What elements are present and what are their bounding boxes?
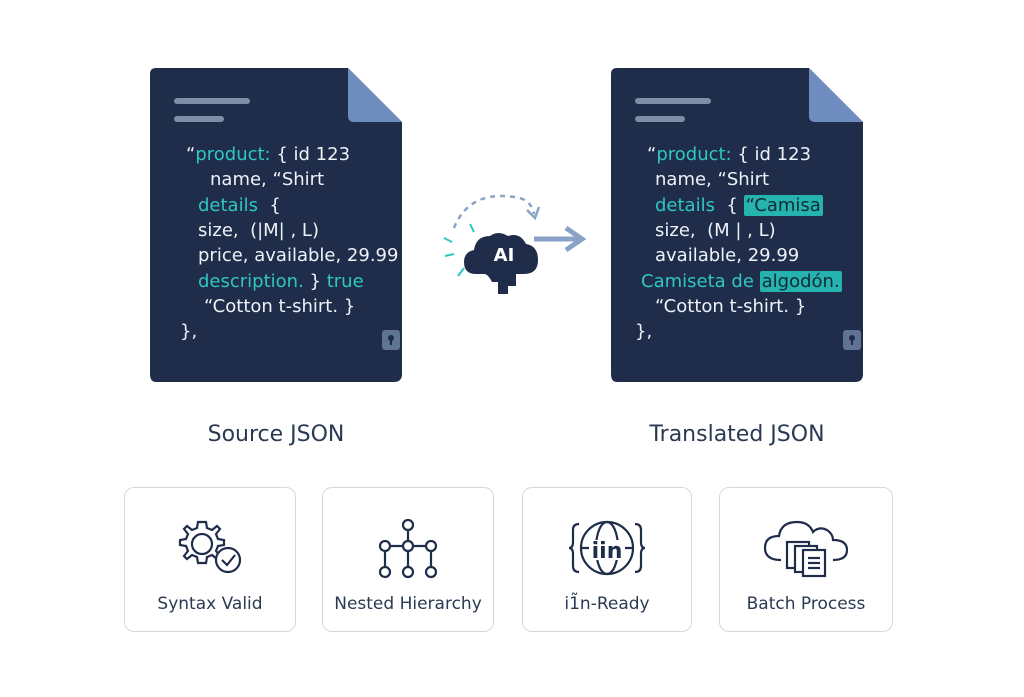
code-line: details { “Camisa — [655, 193, 823, 218]
hierarchy-tree-icon — [378, 518, 438, 579]
code-token: { id 123 — [270, 144, 351, 165]
feature-card-syntax-valid: Syntax Valid — [124, 487, 296, 632]
code-token: “Cotton t-shirt. } — [204, 295, 356, 317]
code-token: product: — [195, 144, 271, 165]
header-line — [635, 116, 685, 122]
feature-card-i18n-ready: iin i1̃n-Ready — [522, 487, 692, 632]
gear-check-icon — [178, 520, 242, 574]
code-line: “product: { id 123 — [647, 142, 811, 167]
code-token: } — [303, 270, 327, 292]
code-line: details { — [198, 193, 281, 218]
code-token: size, (|M| , L) — [198, 219, 319, 241]
code-line: }, — [635, 319, 652, 344]
feature-card-batch-process: Batch Process — [719, 487, 893, 632]
translated-highlight: “Camisa — [743, 194, 823, 216]
code-token: “ — [647, 144, 657, 165]
code-line: size, (M | , L) — [655, 218, 776, 243]
code-line: name, “Shirt — [655, 167, 769, 192]
translated-highlight: algodón. — [759, 270, 842, 292]
document-sheet-icon — [150, 68, 402, 382]
code-token: { — [714, 194, 744, 216]
svg-text:iin: iin — [592, 539, 623, 564]
header-line — [174, 98, 250, 104]
code-token: details — [655, 194, 715, 216]
code-line: description. } true — [198, 269, 364, 294]
code-line: size, (|M| , L) — [198, 218, 319, 243]
code-token: name, “Shirt — [210, 169, 325, 191]
feature-label: Nested Hierarchy — [334, 594, 482, 614]
code-line: “Cotton t-shirt. } — [204, 294, 355, 319]
document-sheet-icon — [611, 68, 863, 382]
lock-icon — [382, 330, 400, 350]
code-line: Camiseta de algodón. — [641, 269, 842, 294]
arrow-right-icon — [534, 225, 587, 253]
code-line: “product: { id 123 — [186, 142, 350, 167]
code-token: size, (M | , L) — [655, 219, 776, 241]
code-token: { id 123 — [731, 144, 812, 165]
code-token: name, “Shirt — [655, 169, 770, 191]
code-token: { — [257, 194, 281, 216]
code-token: product: — [656, 144, 732, 165]
header-line — [174, 116, 224, 122]
ai-translation-connector: AI — [440, 190, 590, 300]
cloud-documents-icon — [763, 520, 849, 578]
code-line: price, available, 29.99 — [198, 243, 398, 268]
code-token: price, available, 29.99 — [198, 245, 399, 267]
feature-card-nested-hierarchy: Nested Hierarchy — [322, 487, 494, 632]
globe-i18n-icon: iin — [569, 520, 645, 576]
code-token: “Cotton t-shirt. } — [655, 295, 807, 317]
code-token: }, — [180, 321, 198, 343]
code-line: }, — [180, 319, 197, 344]
curved-arrow-icon — [443, 194, 541, 277]
ai-badge-label: AI — [493, 245, 515, 266]
code-token: }, — [635, 321, 653, 343]
code-token: details — [198, 194, 258, 216]
code-token: true — [326, 270, 364, 292]
lock-icon — [843, 330, 861, 350]
header-line — [635, 98, 711, 104]
code-line: available, 29.99 — [655, 243, 799, 268]
code-token: “ — [186, 144, 196, 165]
translated-json-label: Translated JSON — [649, 422, 825, 447]
feature-label: i1̃n-Ready — [564, 594, 650, 614]
code-line: “Cotton t-shirt. } — [655, 294, 806, 319]
ai-brain-cloud-icon — [464, 233, 538, 294]
code-line: name, “Shirt — [210, 167, 324, 192]
code-token: Camiseta de — [641, 270, 760, 292]
code-token: available, 29.99 — [655, 245, 800, 267]
code-token: description. — [198, 270, 304, 292]
source-json-label: Source JSON — [207, 422, 345, 447]
feature-label: Syntax Valid — [157, 594, 263, 614]
feature-label: Batch Process — [746, 594, 866, 614]
